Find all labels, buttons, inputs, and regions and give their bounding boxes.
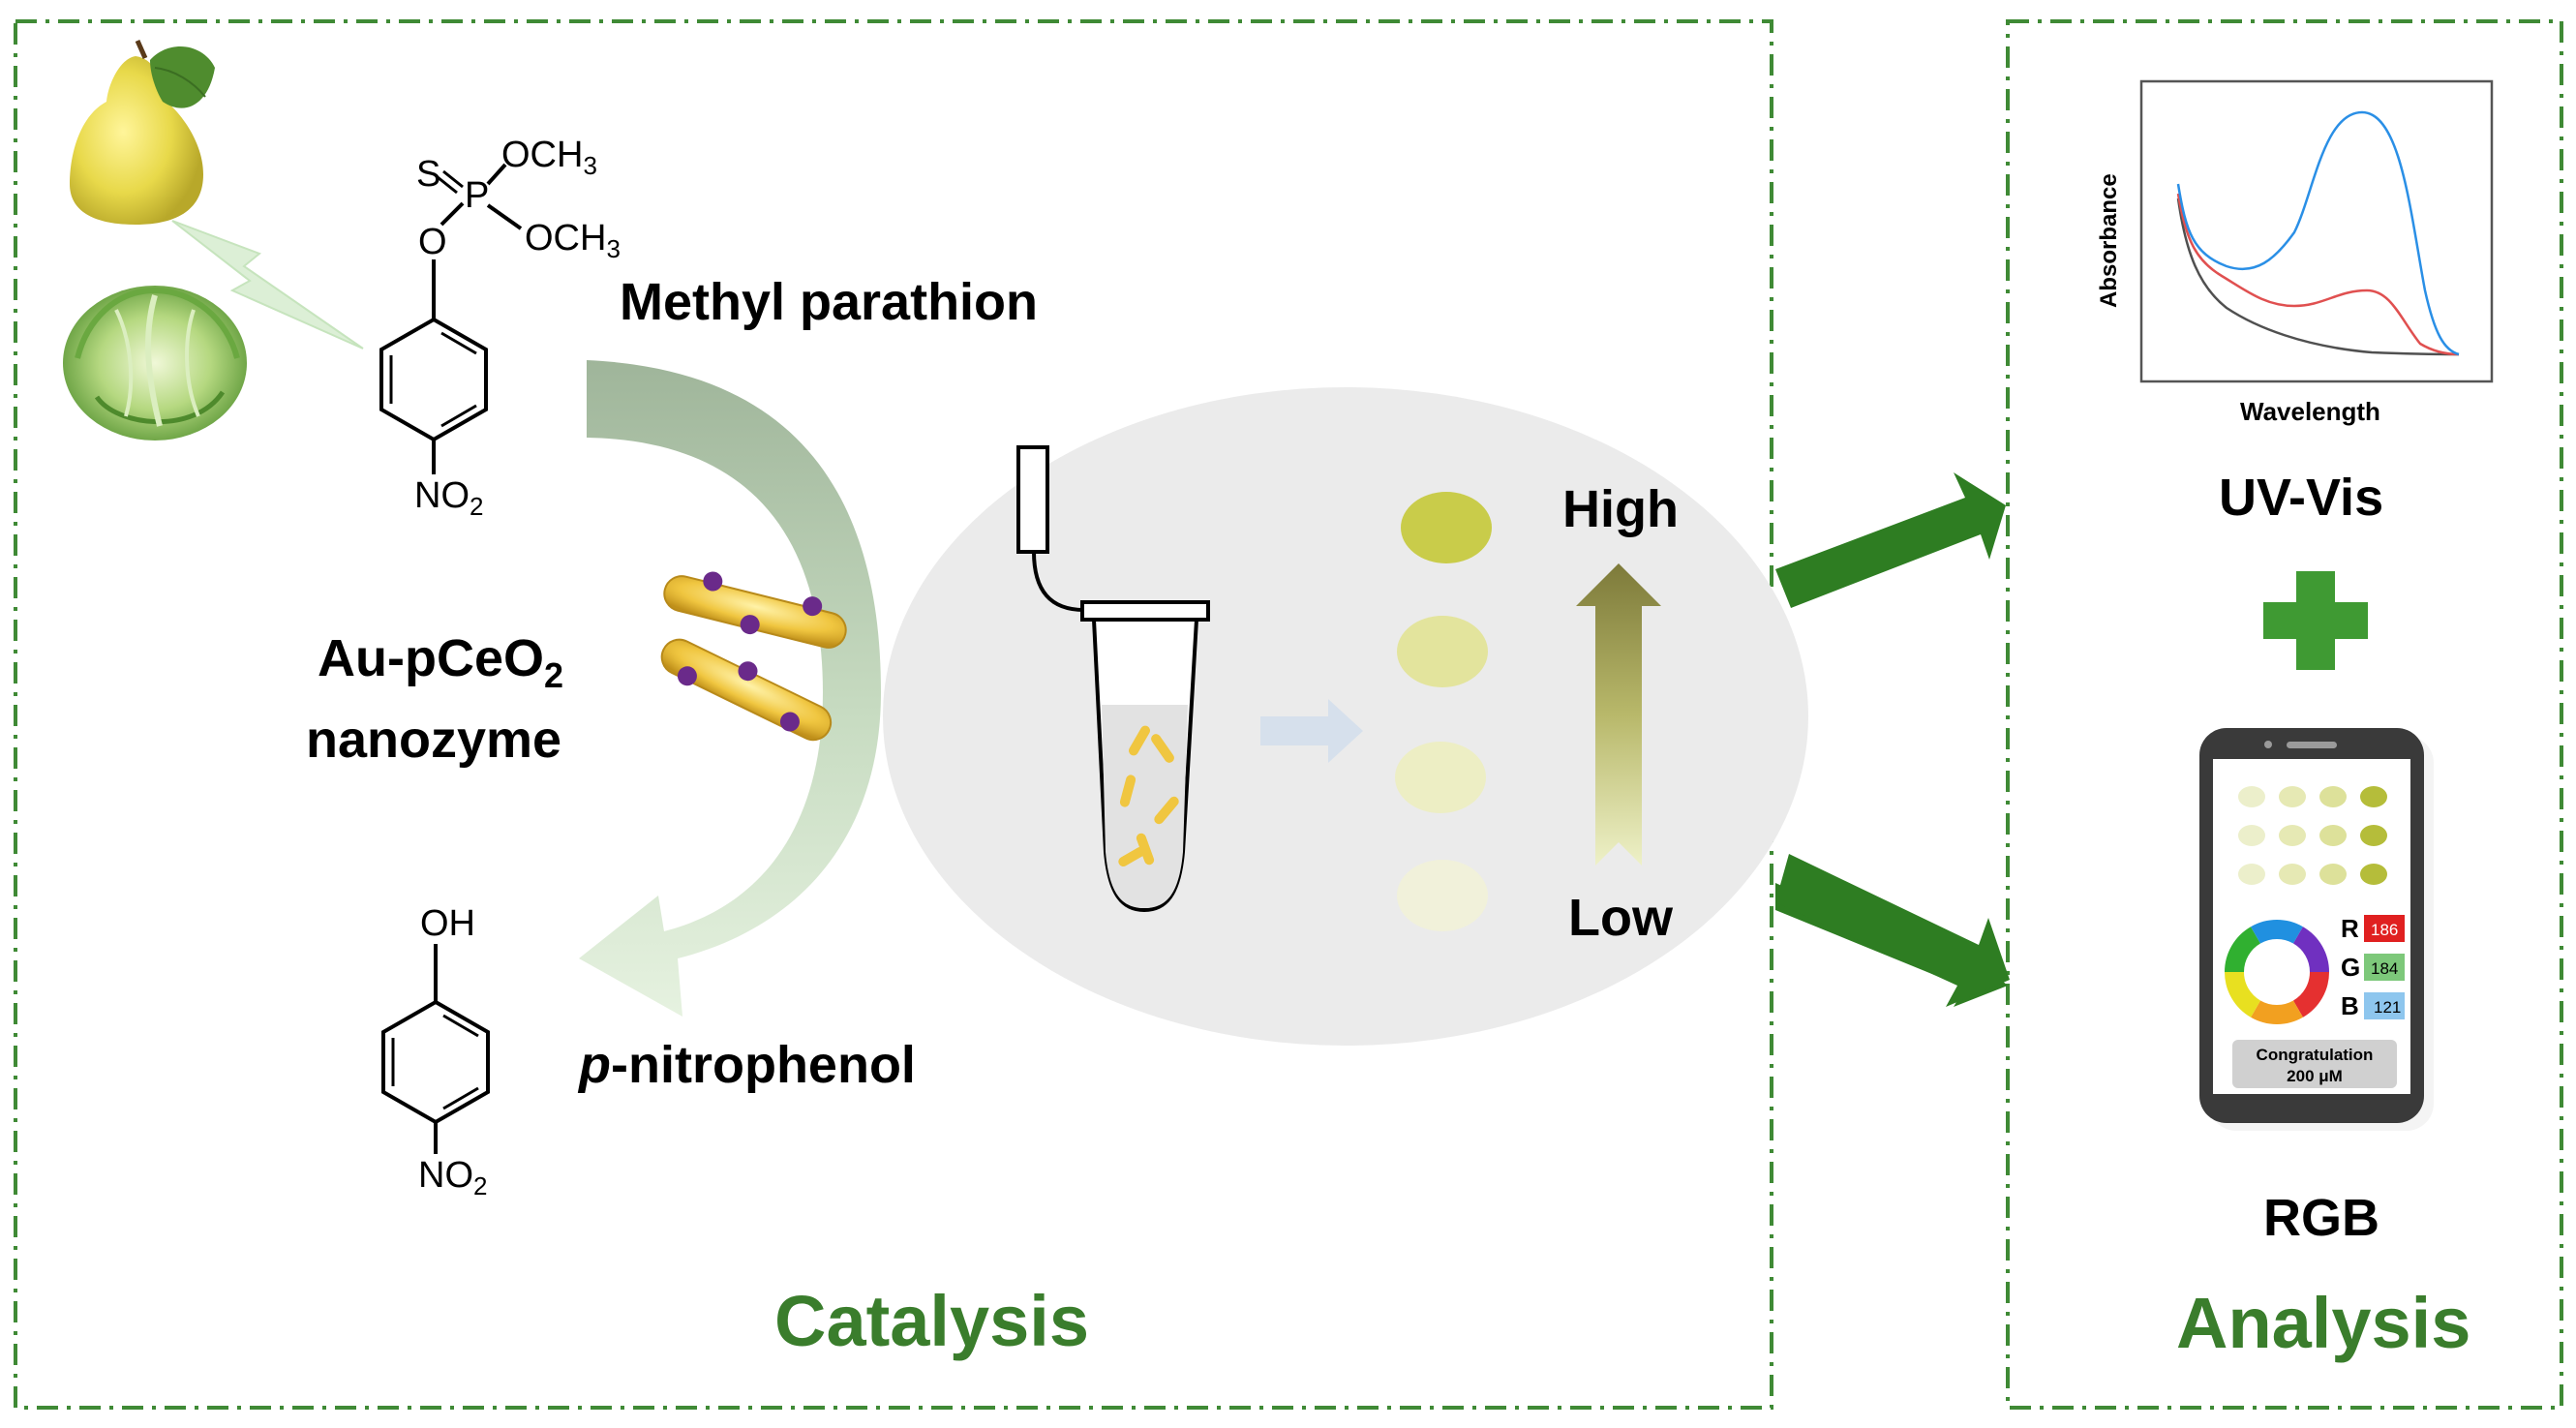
phone-g-value: 184 (2371, 959, 2398, 978)
no2-bottom-label: NO2 (418, 1155, 487, 1200)
phone-result-line2: 200 μM (2287, 1067, 2343, 1085)
phone-r-box (2364, 915, 2405, 942)
eppendorf-tube-icon (1016, 445, 1210, 913)
phone-b-box (2364, 992, 2405, 1019)
small-right-arrow (1260, 699, 1363, 763)
low-label: Low (1568, 889, 1674, 947)
analysis-panel-border (2006, 19, 2563, 1410)
color-wheel-icon (2225, 920, 2329, 1024)
color-spot-2 (1397, 616, 1488, 687)
lightning-bolt-icon (171, 220, 364, 349)
sulfur-atom-label: S (416, 154, 440, 195)
uv-vis-plot-frame (2139, 79, 2494, 383)
och3-top-label: OCH3 (501, 135, 597, 180)
arrow-to-uv-vis-shape (1775, 472, 2006, 608)
pear-icon (70, 39, 215, 225)
phone-b-value: 121 (2374, 998, 2401, 1017)
phone-result-line1: Congratulation (2257, 1046, 2374, 1064)
methyl-parathion-structure (379, 163, 523, 474)
och3-bottom-label: OCH3 (525, 218, 621, 263)
arrow-to-rgb-shape (1775, 854, 2010, 1007)
nanorod-icon (660, 571, 847, 742)
phone-r-value: 186 (2371, 921, 2398, 939)
oxygen-atom-label: O (418, 222, 447, 262)
uv-vis-label: UV-Vis (2219, 469, 2383, 527)
no2-top-label: NO2 (414, 475, 483, 521)
color-spot-4 (1397, 860, 1488, 931)
uv-vis-ylabel: Absorbance (2096, 173, 2122, 308)
phosphorus-atom-label: P (465, 175, 489, 216)
phone-r-label: R (2341, 914, 2359, 943)
curved-reaction-arrow (579, 360, 881, 1017)
p-nitrophenol-label: p-nitrophenol (577, 1036, 916, 1094)
high-label: High (1562, 480, 1679, 538)
phone-spot-grid (2238, 786, 2387, 885)
color-spot-3 (1395, 742, 1486, 813)
uv-vis-xlabel: Wavelength (2240, 397, 2380, 426)
p-nitrophenol-structure (381, 944, 490, 1154)
color-spot-1 (1401, 492, 1492, 563)
concentration-up-arrow (1576, 563, 1661, 866)
nanozyme-line2-label: nanozyme (306, 711, 561, 769)
phone-result-box (2232, 1040, 2397, 1088)
methyl-parathion-label: Methyl parathion (620, 273, 1038, 331)
catalysis-title: Catalysis (774, 1281, 1089, 1361)
uv-vis-curve-red (2176, 193, 2460, 356)
uv-vis-curve-black (2176, 197, 2460, 356)
phone-g-label: G (2341, 953, 2360, 982)
lettuce-icon (63, 286, 247, 441)
phone-b-label: B (2341, 991, 2359, 1020)
nanozyme-line1-label: Au-pCeO2 (318, 629, 563, 695)
phone-g-box (2364, 954, 2405, 981)
oh-label: OH (420, 903, 475, 944)
rgb-label: RGB (2263, 1189, 2379, 1247)
plus-icon (2263, 571, 2368, 670)
analysis-title: Analysis (2176, 1283, 2470, 1363)
uv-vis-curve-blue (2176, 110, 2460, 356)
